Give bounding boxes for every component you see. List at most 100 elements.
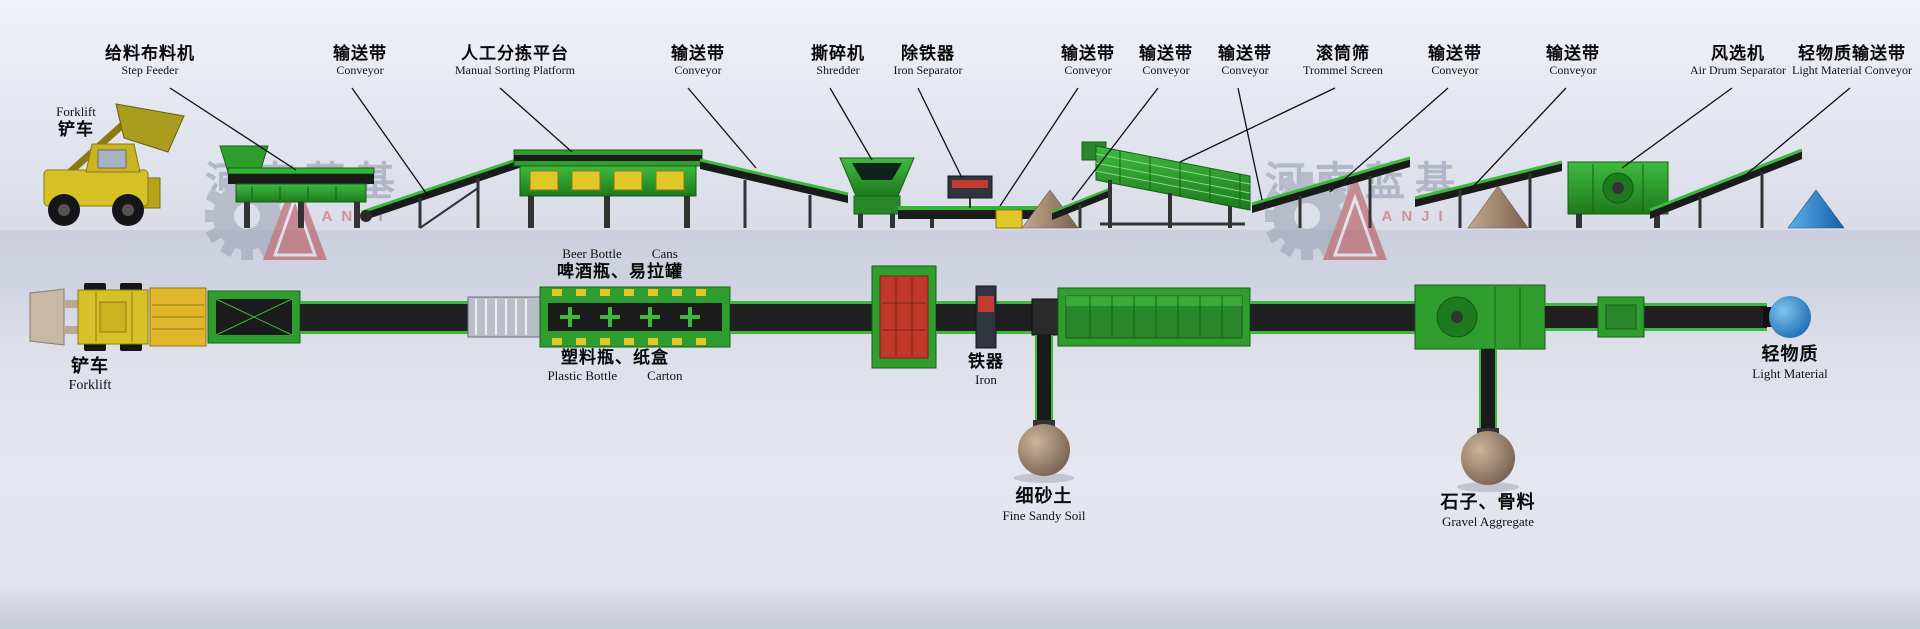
decline-conveyor-2-side	[699, 158, 849, 228]
light-material-conveyor-side	[1649, 148, 1803, 228]
sorting-platform-plan	[539, 286, 731, 348]
label-fine-sandy-soil: 细砂土 Fine Sandy Soil	[1002, 486, 1085, 523]
drop-conveyor-sand-plan	[1033, 335, 1055, 428]
callout-trommel-screen: 滚筒筛 Trommel Screen	[1303, 44, 1383, 77]
label-forklift-bottom: 铲车 Forklift	[69, 356, 112, 394]
callout-cn: 人工分拣平台	[461, 44, 569, 63]
callout-cn: 给料布料机	[105, 44, 195, 63]
callout-shredder: 撕碎机 Shredder	[811, 44, 865, 77]
label-forklift-top: Forklift 铲车	[56, 104, 96, 140]
label-en: Light Material	[1752, 365, 1828, 381]
callout-cn: 输送带	[1139, 44, 1193, 63]
callout-cn: 输送带	[671, 44, 725, 63]
callout-cn: 输送带	[1428, 44, 1482, 63]
callout-manual-sorting-platform: 人工分拣平台 Manual Sorting Platform	[455, 44, 575, 77]
leader-line	[499, 87, 573, 153]
drop-conveyor-gravel-plan	[1477, 349, 1499, 436]
callout-cn: 输送带	[1546, 44, 1600, 63]
label-cn: 轻物质	[1761, 344, 1819, 364]
label-cn: 细砂土	[1015, 486, 1073, 506]
label-en-pair: Plastic Bottle Carton	[547, 368, 682, 384]
label-carton-en: Carton	[647, 368, 683, 384]
callout-conveyor-5: 输送带 Conveyor	[1218, 44, 1272, 77]
label-en-pair: Beer Bottle Cans	[557, 246, 683, 262]
leader-line	[687, 87, 757, 169]
callout-en: Iron Separator	[893, 62, 963, 77]
label-gravel-aggregate: 石子、骨料 Gravel Aggregate	[1441, 492, 1536, 529]
callout-conveyor-2: 输送带 Conveyor	[671, 44, 725, 77]
step-feeder-plan	[207, 290, 301, 344]
callout-en: Shredder	[816, 62, 860, 77]
leader-line	[351, 87, 429, 197]
label-en: Fine Sandy Soil	[1002, 507, 1086, 523]
callout-cn: 输送带	[1218, 44, 1272, 63]
callout-cn: 除铁器	[900, 44, 955, 63]
step-feeder-side	[219, 145, 375, 228]
callout-conveyor-6: 输送带 Conveyor	[1428, 44, 1482, 77]
callout-en: Light Material Conveyor	[1792, 62, 1912, 77]
iron-separator-side	[947, 175, 993, 208]
trommel-screen-side	[1081, 141, 1251, 228]
callout-cn: 轻物质输送带	[1797, 44, 1906, 63]
sand-pile-sphere	[1014, 424, 1074, 483]
label-beer-bottle-en: Beer Bottle	[562, 246, 622, 261]
callout-conveyor-3: 输送带 Conveyor	[1061, 44, 1115, 77]
iron-separator-plan	[975, 285, 997, 349]
light-material-sphere	[1769, 296, 1811, 338]
leader-line	[1179, 87, 1336, 163]
label-en: Gravel Aggregate	[1441, 513, 1535, 529]
light-material-cone-side	[1787, 189, 1845, 229]
incline-conveyor-5-side	[1251, 156, 1411, 228]
junction-box-plan	[1031, 298, 1059, 336]
sorting-cabin-plan	[871, 265, 937, 369]
incline-conveyor-1-side	[360, 156, 523, 229]
air-drum-separator-plan	[1414, 284, 1546, 350]
label-cn: 铁器	[968, 352, 1004, 371]
leader-line	[169, 87, 297, 171]
leader-line	[1469, 87, 1567, 191]
callout-en: Trommel Screen	[1303, 62, 1383, 77]
callout-en: Step Feeder	[121, 62, 179, 77]
plan-belt-2	[730, 301, 872, 334]
callout-cn: 输送带	[333, 44, 387, 63]
air-drum-separator-side	[1567, 161, 1669, 228]
label-beer-cans: Beer Bottle Cans 啤酒瓶、易拉罐	[557, 246, 683, 282]
callout-cn: 输送带	[1061, 44, 1115, 63]
callout-en: Conveyor	[1431, 62, 1479, 77]
label-light-material: 轻物质 Light Material	[1752, 344, 1827, 381]
shredder-side	[839, 157, 915, 228]
incline-conveyor-6-side	[1414, 160, 1563, 228]
label-plastic-bottle-en: Plastic Bottle	[547, 368, 618, 384]
callout-en: Manual Sorting Platform	[455, 62, 575, 77]
label-cn: 石子、骨料	[1440, 492, 1536, 512]
callout-step-feeder: 给料布料机 Step Feeder	[105, 44, 195, 77]
label-cn: 铲车	[71, 356, 109, 376]
callout-en: Conveyor	[336, 62, 384, 77]
callout-iron-separator: 除铁器 Iron Separator	[894, 44, 963, 77]
label-cn: 铲车	[57, 119, 94, 139]
leader-line	[1237, 87, 1263, 201]
callout-en: Air Drum Separator	[1690, 62, 1786, 77]
leader-line	[1071, 87, 1159, 201]
incline-conveyor-4-side	[1051, 186, 1113, 228]
leader-line	[917, 87, 963, 179]
leader-line	[1621, 87, 1733, 169]
callout-cn: 撕碎机	[811, 44, 865, 63]
callout-light-material-conveyor: 轻物质输送带 Light Material Conveyor	[1792, 44, 1912, 77]
label-cans-en: Cans	[651, 246, 678, 261]
leader-lines	[169, 87, 1851, 207]
callout-conveyor-1: 输送带 Conveyor	[333, 44, 387, 77]
callout-en: Conveyor	[1549, 62, 1597, 77]
leader-line	[1329, 87, 1449, 193]
plan-belt-5	[1545, 296, 1773, 338]
gravel-cone-side	[1467, 185, 1529, 229]
leader-line	[999, 87, 1079, 207]
plan-belt-1	[300, 301, 468, 334]
forklift-side	[43, 103, 185, 226]
trommel-screen-plan	[1057, 287, 1251, 347]
leader-line	[829, 87, 873, 161]
leader-line	[1741, 87, 1851, 179]
label-cn: 啤酒瓶、易拉罐	[557, 262, 683, 281]
